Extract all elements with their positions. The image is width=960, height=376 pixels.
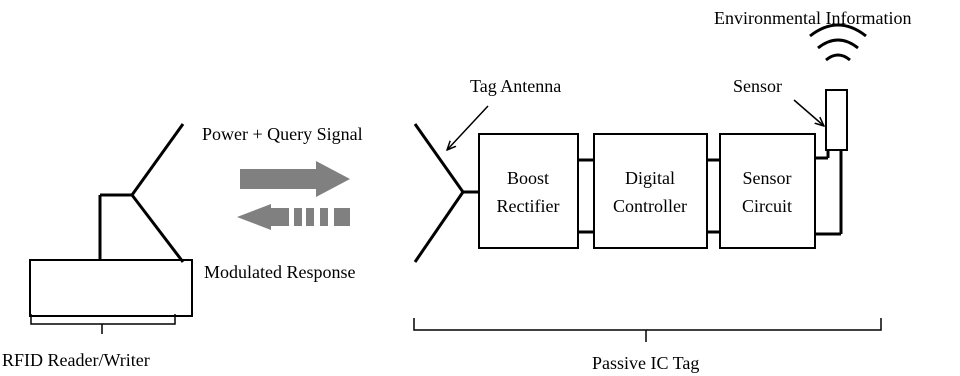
block-connections [578,150,843,236]
tag-antenna-pointer [447,105,489,150]
boost-rectifier-line1: Boost [507,168,549,188]
sensor-element [825,89,848,151]
digital-controller-line2: Controller [613,196,687,216]
modulated-response-label: Modulated Response [204,262,355,282]
sensor-circuit-block: Sensor Circuit [719,133,816,249]
rfid-reader-writer-label: RFID Reader/Writer [2,350,150,370]
power-query-arrow [240,161,350,197]
sensor-circuit-line2: Circuit [742,196,792,216]
power-query-signal-label: Power + Query Signal [202,124,363,144]
modulated-response-arrow [237,204,350,230]
boost-rectifier-line2: Rectifier [497,196,560,216]
tag-antenna [413,123,479,263]
reader-antenna-upper [130,123,185,196]
digital-controller-line1: Digital [625,168,675,188]
reader-box [29,259,193,317]
passive-ic-tag-label: Passive IC Tag [592,353,699,373]
digital-controller-block: Digital Controller [593,133,708,249]
reader-antenna-lower [130,194,185,263]
reader-brace [30,314,176,334]
environmental-waves-icon [809,23,867,62]
rfid-reader [29,123,193,317]
tag-antenna-label: Tag Antenna [470,76,561,96]
environmental-information-label: Environmental Information [714,8,911,28]
sensor-circuit-line1: Sensor [743,168,792,188]
sensor-pointer [793,99,824,126]
sensor-label: Sensor [733,76,782,96]
boost-rectifier-block: Boost Rectifier [478,133,579,249]
tag-brace [413,318,882,342]
